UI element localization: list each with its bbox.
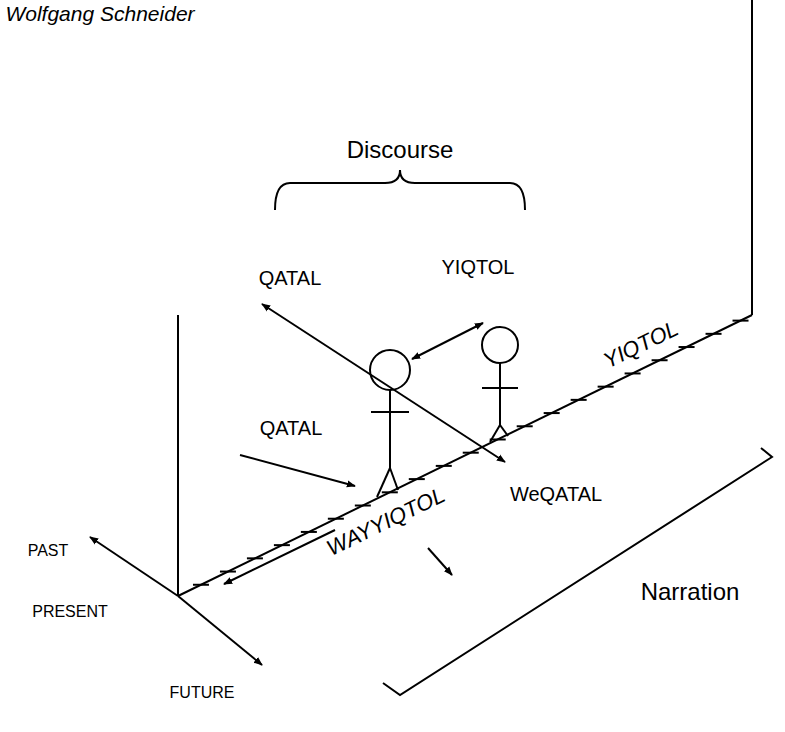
tick-mark [679, 346, 695, 348]
tick-mark [652, 359, 668, 361]
author-name: Wolfgang Schneider [5, 2, 194, 25]
stick-figure [482, 327, 518, 442]
verb-form-label: QATAL [260, 417, 323, 439]
tick-mark [220, 571, 236, 573]
tick-mark [382, 491, 398, 493]
front-wall-line [177, 315, 179, 596]
tick-mark [598, 386, 614, 388]
narration-bracket [383, 448, 772, 695]
tick-mark [436, 465, 452, 467]
future-arrow [178, 596, 262, 665]
verb-form-label: WAYYIQTOL [323, 483, 449, 561]
verb-form-label: YIQTOL [442, 256, 515, 278]
bracket-label: Discourse [347, 137, 454, 163]
arrow [240, 455, 355, 486]
bracket-label: Narration [641, 579, 740, 605]
axis-label: FUTURE [170, 684, 235, 702]
arrow [224, 530, 335, 584]
tick-mark [247, 557, 263, 559]
tick-mark [328, 518, 344, 520]
double-arrow [412, 323, 483, 359]
tick-mark [355, 505, 371, 507]
tick-mark [409, 478, 425, 480]
stick-figure [370, 350, 410, 497]
tick-mark [625, 372, 641, 374]
tick-mark [301, 531, 317, 533]
time-line [178, 315, 752, 596]
axis-label: PAST [28, 542, 69, 560]
axis-label: PRESENT [32, 603, 108, 621]
past-arrow [90, 537, 178, 596]
discourse-bracket [275, 170, 525, 210]
tick-mark [517, 425, 533, 427]
tick-marks [193, 321, 749, 585]
verb-form-label: QATAL [259, 267, 322, 289]
tick-mark [463, 452, 479, 454]
tick-mark [706, 333, 722, 335]
tick-mark [193, 584, 209, 586]
tick-mark [274, 544, 290, 546]
arrow [428, 548, 452, 575]
verb-form-label: YIQTOL [600, 317, 683, 374]
tick-mark [571, 399, 587, 401]
tick-mark [733, 320, 749, 322]
back-wall-line [751, 0, 753, 315]
verb-form-label: WeQATAL [510, 483, 602, 505]
tick-mark [544, 412, 560, 414]
